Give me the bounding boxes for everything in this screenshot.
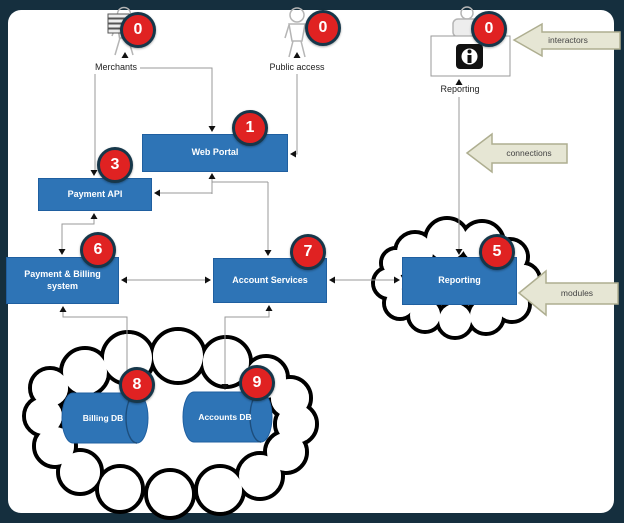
badge-merchants[interactable]: 0	[120, 12, 156, 48]
actor-label-public-access: Public access	[269, 62, 325, 72]
badge-account-services[interactable]: 7	[290, 234, 326, 270]
person-icon	[460, 6, 474, 20]
badge-accounts-db[interactable]: 9	[239, 365, 275, 401]
badge-payment-api[interactable]: 3	[97, 147, 133, 183]
person-icon	[284, 7, 310, 58]
badge-reporting-node[interactable]: 5	[479, 234, 515, 270]
legend-arrow-connections	[465, 132, 568, 174]
legend-arrow-interactors	[512, 22, 621, 58]
node-web-portal[interactable]: Web Portal	[142, 134, 288, 172]
legend-label-modules: modules	[560, 288, 594, 298]
datastore-label-accounts-db: Accounts DB	[198, 412, 252, 422]
legend-arrow-modules	[517, 269, 619, 317]
info-desk-icon	[456, 44, 483, 69]
actor-label-merchants: Merchants	[94, 62, 138, 72]
actor-public-access[interactable]	[284, 7, 310, 58]
badge-reporting-actor[interactable]: 0	[471, 11, 507, 47]
datastore-label-billing-db: Billing DB	[82, 413, 124, 423]
flow-arrowheads	[58, 52, 463, 391]
badge-billing-db[interactable]: 8	[119, 367, 155, 403]
flow-lines	[61, 67, 460, 385]
badge-web-portal[interactable]: 1	[232, 110, 268, 146]
cloud-datastores	[22, 327, 319, 520]
actor-label-reporting: Reporting	[440, 84, 480, 94]
node-payment-api[interactable]: Payment API	[38, 178, 152, 211]
badge-public-access[interactable]: 0	[305, 10, 341, 46]
legend-label-connections: connections	[506, 148, 552, 158]
badge-payment-billing[interactable]: 6	[80, 232, 116, 268]
legend-label-interactors: interactors	[548, 35, 588, 45]
